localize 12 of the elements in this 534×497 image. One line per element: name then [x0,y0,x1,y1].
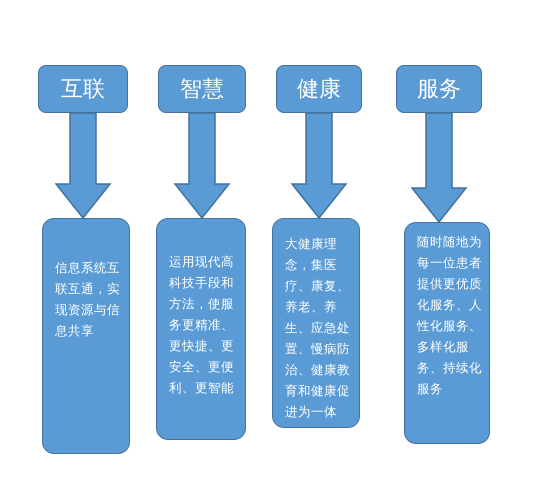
text-box: 随时随地为每一位患者提供更优质化服务、人性化服务、多样化服务、持续化服务 [404,222,490,444]
arrow [290,112,348,220]
arrow [54,112,112,220]
heading-box: 智慧 [158,65,246,113]
heading-box: 互联 [38,65,128,113]
heading-box: 健康 [276,65,362,113]
text-box: 信息系统互联互通，实现资源与信息共享 [42,218,130,454]
arrow [410,112,468,224]
arrow [173,112,231,220]
heading-box: 服务 [396,65,482,113]
text-box: 大健康理念，集医疗、康复、养老、养生、应急处置、慢病防治、健康教育和健康促进为一体 [272,218,360,428]
text-box: 运用现代高科技手段和方法，使服务更精准、更快捷、更安全、更便利、更智能 [156,218,246,440]
